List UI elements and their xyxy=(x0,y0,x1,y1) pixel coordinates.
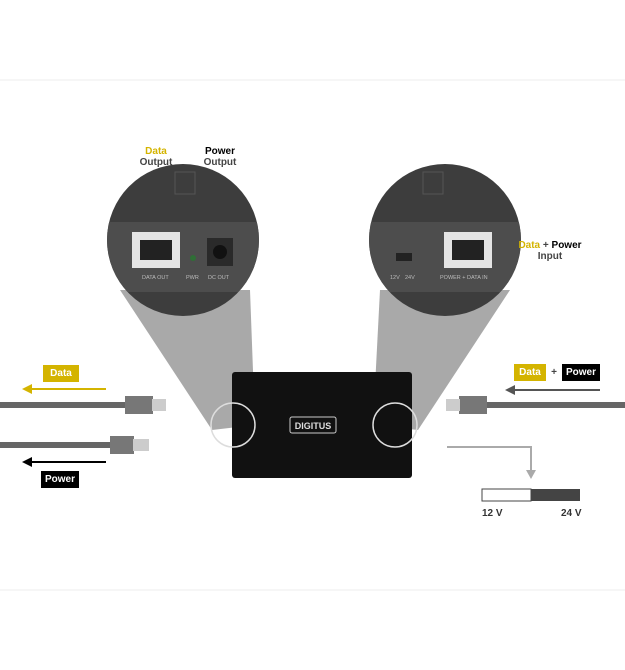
input-sub: Input xyxy=(537,251,563,262)
plus-sign: + xyxy=(542,240,549,251)
left-port-closeup: DATA OUT PWR DC OUT xyxy=(107,164,259,316)
voltage-24v-label: 24 V xyxy=(561,508,582,519)
rj45-plug-left xyxy=(125,396,153,414)
port-label: POWER + DATA IN xyxy=(440,275,488,281)
plus-tag-right: + xyxy=(551,367,557,378)
port-label: 12V xyxy=(390,275,400,281)
power-plug xyxy=(110,436,134,454)
power-output-sub: Output xyxy=(203,157,237,168)
rj45-plug-right xyxy=(459,396,487,414)
switch-pointer-arrow xyxy=(447,446,532,472)
data-input-label: Data xyxy=(518,240,541,251)
brand-text: DIGITUS xyxy=(295,421,332,431)
left-zoom-marker xyxy=(210,402,256,448)
right-zoom-marker xyxy=(372,402,418,448)
data-output-sub: Output xyxy=(139,157,173,168)
voltage-switch xyxy=(396,253,412,261)
port-label: PWR xyxy=(186,275,199,281)
port-label: DC OUT xyxy=(208,275,230,281)
data-tag-left: Data xyxy=(43,365,79,382)
voltage-12v-segment xyxy=(481,488,532,502)
data-cable-left xyxy=(0,402,128,408)
right-port-closeup: 12V 24V POWER + DATA IN xyxy=(369,164,521,316)
power-output-label: Power xyxy=(204,146,235,157)
voltage-24v-segment xyxy=(531,489,580,501)
power-tag-right: Power xyxy=(562,364,600,381)
left-zoom-funnel xyxy=(120,290,255,430)
data-output-label: Data xyxy=(145,146,167,157)
power-input-label: Power xyxy=(551,240,582,251)
data-tag-right: Data xyxy=(514,364,546,381)
splitter-device xyxy=(232,372,412,478)
port-label: 24V xyxy=(405,275,415,281)
voltage-12v-label: 12 V xyxy=(482,508,503,519)
port-label: DATA OUT xyxy=(142,275,169,281)
poe-cable-right xyxy=(485,402,625,408)
brand-logo xyxy=(289,416,337,434)
pwr-led-icon xyxy=(190,255,196,261)
power-tag-left: Power xyxy=(41,471,79,488)
usb-power-cable xyxy=(0,442,112,448)
